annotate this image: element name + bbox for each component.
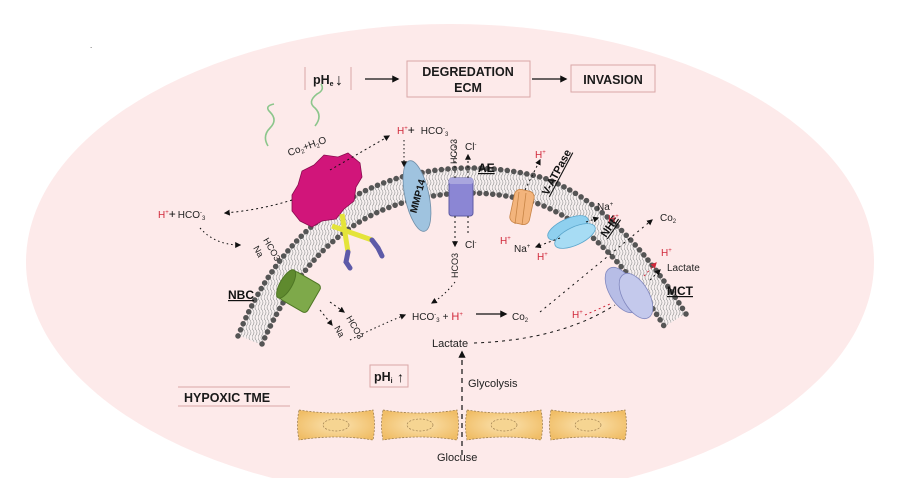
co2-out-label: Co2 bbox=[660, 213, 677, 225]
cell-nucleus bbox=[490, 418, 518, 432]
down-arrow-icon: ↓ bbox=[335, 72, 343, 89]
stray-dot: . bbox=[90, 41, 92, 50]
hypoxic-tme-box: HYPOXIC TME bbox=[178, 386, 290, 407]
cell-nucleus bbox=[322, 418, 350, 432]
ae-in-cl-label: Cl- bbox=[465, 240, 476, 251]
mct-out-lactate-label: Lactate bbox=[667, 263, 700, 274]
ph-intracellular-box: pHi ↑ bbox=[369, 364, 409, 388]
intracellular-reaction-label: HCO-3+H+ bbox=[412, 311, 463, 324]
co2-h2o-label: Co2+H2O bbox=[286, 135, 328, 160]
invasion-label: INVASION bbox=[583, 73, 643, 87]
intracellular-co2-label: Co2 bbox=[512, 312, 529, 324]
nbc-in-na-label: Na bbox=[332, 324, 346, 339]
tumor-cell bbox=[381, 409, 459, 441]
v-atpase-proton-arrow bbox=[524, 158, 541, 191]
ae-out-hco3-label: HCO3 bbox=[449, 139, 459, 164]
left-to-nbc-arrow bbox=[199, 227, 242, 248]
top-margin bbox=[0, 0, 900, 22]
tumor-cell bbox=[465, 409, 543, 441]
co2-diffusion-arrow bbox=[539, 219, 653, 313]
squiggle-right bbox=[310, 83, 324, 127]
enzyme-blob bbox=[291, 152, 363, 228]
mmp14-protein: MMP14 bbox=[402, 160, 432, 232]
glycolysis-label: Glycolysis bbox=[468, 378, 518, 390]
carbonic-anhydrase: Co2+H2O bbox=[264, 83, 363, 228]
ae-transporter: AE bbox=[448, 161, 495, 217]
invasion-box: INVASION bbox=[570, 64, 656, 93]
degradation-label: DEGREDATION bbox=[422, 65, 513, 79]
mct-transporter: MCT bbox=[604, 266, 694, 320]
nbc-to-reaction-arrow bbox=[349, 313, 407, 341]
ca-to-left-arrow bbox=[223, 199, 293, 216]
nhe-in-h-label: H+ bbox=[537, 252, 548, 263]
nbc-na-arrow-in bbox=[319, 309, 333, 326]
nhe-out-h-label: H+ bbox=[608, 214, 619, 225]
squiggle-left bbox=[264, 103, 275, 147]
ph-extracellular-box: pHe ↓ bbox=[304, 67, 352, 90]
integrin bbox=[331, 213, 385, 271]
cell-nucleus bbox=[574, 418, 602, 432]
outer-lipid-heads bbox=[235, 165, 689, 339]
tumor-cell-row bbox=[297, 409, 627, 441]
left-h-hco3-label: H++HCO-3 bbox=[158, 207, 206, 222]
mct-lactate-arrow-out bbox=[649, 269, 661, 281]
nbc-cotransporter: NBC bbox=[228, 269, 321, 313]
v-atpase-out-h-label: H+ bbox=[535, 150, 546, 161]
ph-e-label: pHe bbox=[313, 73, 334, 88]
degradation-ecm-box: DEGREDATION ECM bbox=[406, 60, 531, 98]
lactate-label: Lactate bbox=[432, 338, 468, 350]
mct-out-h-label: H+ bbox=[661, 248, 672, 259]
tumor-cell bbox=[297, 409, 375, 441]
tumor-cell bbox=[549, 409, 627, 441]
mct-in-h-label: H+ bbox=[572, 310, 583, 321]
nhe-proton-arrow-out bbox=[585, 216, 600, 223]
nbc-out-na-label: Na bbox=[251, 244, 265, 259]
cell-nucleus bbox=[406, 418, 434, 432]
top-h-hco3-label: H++HCO-3 bbox=[397, 123, 449, 138]
v-atpase-in-h-label: H+ bbox=[500, 236, 511, 247]
glucose-label: Glocuse bbox=[437, 452, 477, 464]
tme-background bbox=[26, 24, 874, 500]
nhe-in-na-label: Na+ bbox=[514, 244, 531, 255]
ph-i-label: pHi bbox=[374, 370, 393, 385]
ecm-label: ECM bbox=[454, 81, 482, 95]
ae-label: AE bbox=[478, 161, 495, 175]
nhe-na-arrow-in bbox=[534, 237, 561, 249]
nhe-out-na-label: Na+ bbox=[597, 202, 614, 213]
bottom-margin bbox=[0, 478, 900, 500]
ae-in-hco3-label: HCO3 bbox=[450, 253, 460, 278]
ca-to-top-arrow bbox=[329, 135, 391, 171]
nbc-label: NBC bbox=[228, 288, 254, 302]
mct-label: MCT bbox=[667, 284, 694, 298]
hypoxic-tme-label: HYPOXIC TME bbox=[184, 391, 270, 405]
ae-out-cl-label: Cl- bbox=[465, 142, 476, 153]
up-arrow-icon: ↑ bbox=[397, 369, 404, 385]
lactate-to-mct-path bbox=[473, 304, 616, 344]
